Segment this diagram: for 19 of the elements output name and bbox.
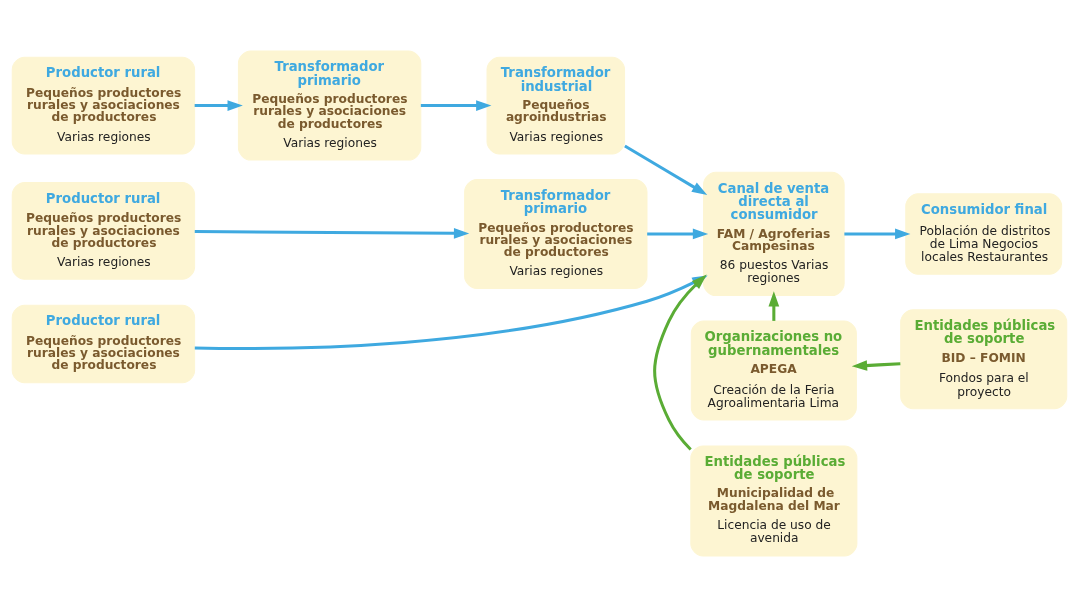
node-box: Consumidor final Población de distritos de Lima Negocios locales Restaurantes xyxy=(905,192,1063,275)
node-box: Productor rural Pequeños productores rurales y asociaciones de productores xyxy=(11,304,196,383)
arrow xyxy=(624,144,708,195)
node-box: Productor rural Pequeños productores rurales y asociaciones de productores Varias regiones xyxy=(11,56,196,154)
node-box: Entidades públicas de soporte BID – FOMIN Fondos para el proyecto xyxy=(900,308,1068,409)
node-box: Organizaciones no gubernamentales APEGA Creación de la Feria Agroalimentaria Lima xyxy=(690,320,857,420)
arrow xyxy=(768,290,780,321)
node-box: Entidades públicas de soporte Municipalidad de Magdalena del Mar Licencia de uso de avenida xyxy=(690,444,858,556)
node-box: Transformador industrial Pequeños agroindustrias Varias regiones xyxy=(486,56,626,154)
arrow xyxy=(844,228,911,239)
arrow xyxy=(420,99,492,111)
node-box: Productor rural Pequeños productores rurales y asociaciones de productores Varias regiones xyxy=(11,181,196,280)
arrow xyxy=(851,359,901,371)
node-box: Canal de venta directa al consumidor FAM / Agroferias Campesinas 86 puestos Varias regiones xyxy=(703,171,845,296)
node-box: Transformador primario Pequeños productores rurales y asociaciones de productores Varias regiones xyxy=(464,178,648,289)
arrow xyxy=(194,99,243,111)
arrow xyxy=(194,227,470,239)
node-box: Transformador primario Pequeños productores rurales y asociaciones de productores Varias regiones xyxy=(237,50,422,161)
arrow xyxy=(647,228,709,239)
